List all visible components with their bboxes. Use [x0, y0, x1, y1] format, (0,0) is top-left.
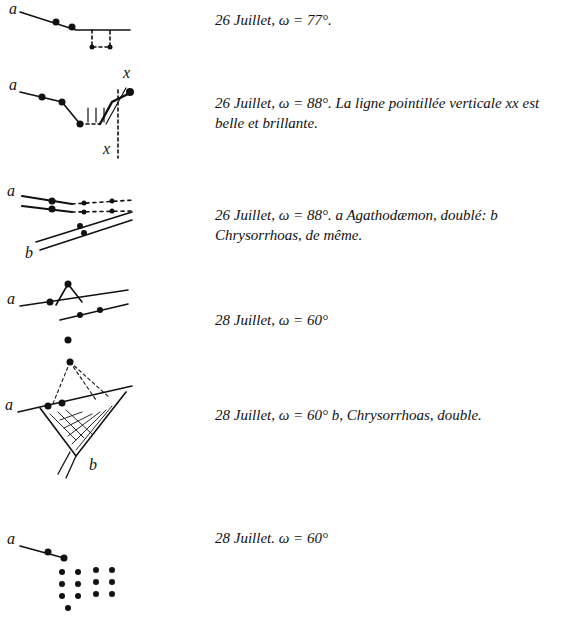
observation-note: 28 Juillet, ω = 60° [215, 310, 545, 330]
observation-note: 26 Juillet, ω = 88°. a Agathodæmon, doub… [215, 205, 545, 246]
sketch-letter: x [122, 64, 131, 82]
sketch-letter: a [6, 530, 16, 548]
sketch-letter: a [6, 182, 16, 200]
sketch-letter: x [102, 140, 111, 158]
observation-note: 28 Juillet, ω = 60° b, Chrysorrhoas, dou… [215, 405, 545, 425]
observation-note: 26 Juillet, ω = 77°. [215, 10, 555, 30]
observation-note: 28 Juillet. ω = 60° [215, 528, 545, 548]
sketch-letter: a [4, 396, 14, 414]
sketch-letter: b [88, 456, 98, 474]
observation-note: 26 Juillet, ω = 88°. La ligne pointillée… [215, 93, 545, 134]
sketch-letter: a [8, 76, 18, 94]
sketch-letter: a [6, 290, 16, 308]
sketch-letter: b [24, 244, 34, 262]
sketch-letter: a [8, 0, 18, 18]
